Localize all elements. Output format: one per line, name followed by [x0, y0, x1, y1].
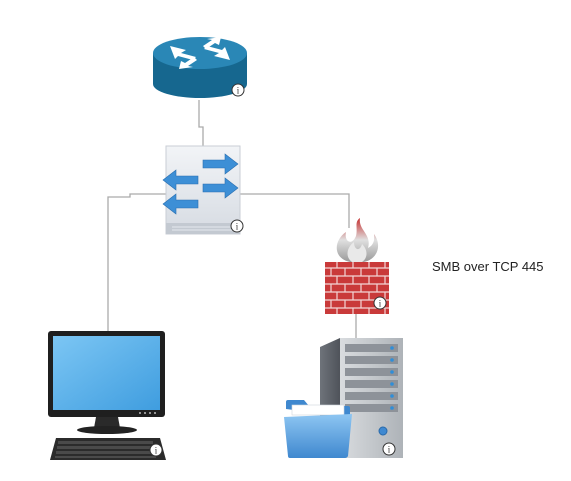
connectors [107, 100, 357, 338]
desktop-computer-icon[interactable]: i [48, 331, 166, 460]
link-router-switch [198, 100, 204, 146]
file-server-icon[interactable]: i [284, 338, 403, 458]
protocol-annotation: SMB over TCP 445 [432, 259, 544, 274]
link-switch-firewall [240, 193, 350, 228]
info-icon[interactable]: i [149, 443, 163, 457]
link-switch-workstation [107, 193, 166, 333]
router-icon[interactable]: i [153, 37, 247, 98]
folder-icon [284, 400, 352, 458]
info-icon[interactable]: i [373, 296, 387, 310]
firewall-icon[interactable]: i [325, 218, 389, 314]
info-icon[interactable]: i [382, 442, 396, 456]
svg-text:i: i [379, 299, 382, 309]
info-icon[interactable]: i [230, 219, 244, 233]
switch-icon[interactable]: i [162, 145, 244, 235]
svg-text:i: i [155, 446, 158, 456]
info-icon[interactable]: i [231, 83, 245, 97]
svg-text:i: i [237, 86, 240, 96]
svg-text:i: i [388, 445, 391, 455]
svg-text:i: i [236, 222, 239, 232]
